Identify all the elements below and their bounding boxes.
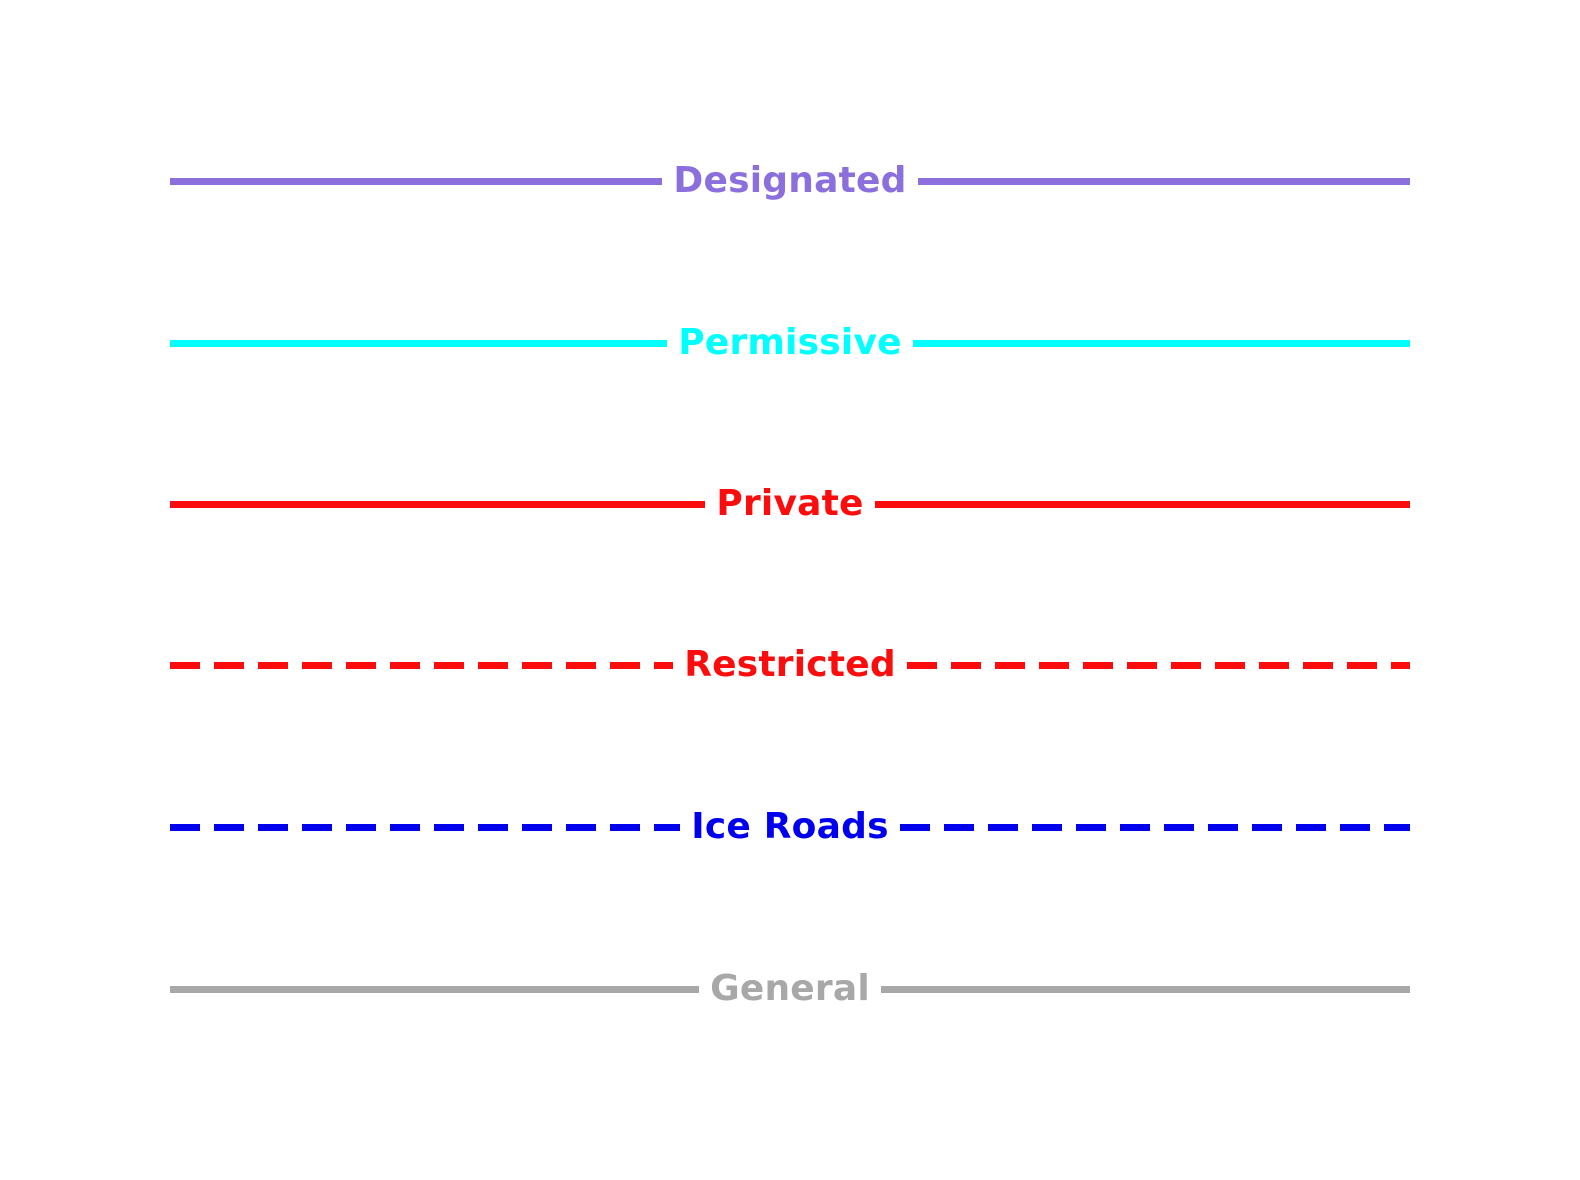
legend-label-general: General (710, 968, 870, 1009)
legend-label-ice-roads: Ice Roads (691, 806, 889, 847)
legend-line-sample-right-restricted (906, 661, 1411, 669)
legend-line-sample-left-general (170, 985, 700, 993)
legend-entry-ice-roads: Ice Roads (170, 799, 1410, 855)
legend-line-sample-left-designated (170, 177, 663, 185)
legend-label-restricted: Restricted (684, 644, 896, 685)
legend-entry-general: General (170, 961, 1411, 1017)
legend-entry-restricted: Restricted (170, 637, 1411, 693)
legend-entry-designated: Designated (170, 153, 1410, 209)
legend-line-sample-right-ice-roads (899, 823, 1410, 831)
legend-line-sample-left-permissive (170, 339, 668, 347)
legend-line-sample-left-private (170, 500, 706, 508)
legend-line-sample-right-permissive (912, 339, 1411, 347)
legend-line-sample-right-private (874, 500, 1411, 508)
legend-line-sample-right-designated (917, 177, 1410, 185)
legend-label-permissive: Permissive (678, 322, 902, 363)
legend-line-sample-left-restricted (170, 661, 674, 669)
legend-label-private: Private (716, 483, 864, 524)
legend-entry-permissive: Permissive (170, 315, 1411, 371)
legend-line-sample-right-general (880, 985, 1411, 993)
legend-entry-private: Private (170, 476, 1411, 532)
legend-label-designated: Designated (673, 160, 907, 201)
legend-line-sample-left-ice-roads (170, 823, 681, 831)
